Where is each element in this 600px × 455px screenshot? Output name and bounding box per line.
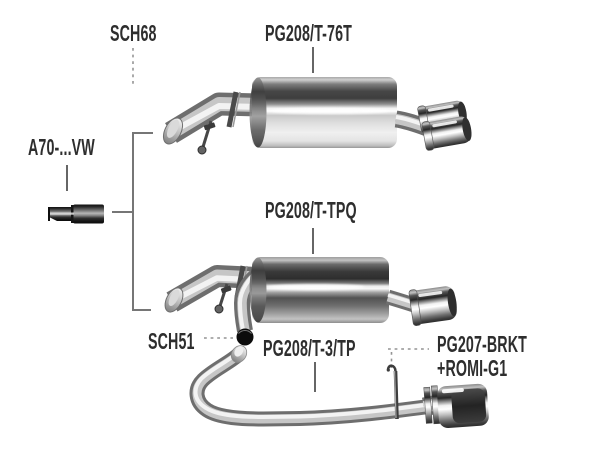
open-pipe-end	[236, 328, 254, 346]
label-pg207-brkt-line1: PG207-BRKT	[437, 331, 527, 357]
pipe-end-cap	[230, 345, 248, 363]
adapter-a70-illustration	[48, 204, 104, 224]
single-tip	[408, 286, 457, 326]
inlet-tip-cut	[162, 117, 184, 145]
leader-lines	[66, 47, 429, 392]
label-pg207-brkt: PG207-BRKT +ROMI-G1	[437, 332, 527, 380]
selector-bracket	[112, 132, 153, 311]
label-pg207-brkt-line2: +ROMI-G1	[437, 355, 508, 381]
label-pg208-tpq: PG208/T-TPQ	[265, 197, 357, 223]
hanger-rod	[386, 364, 399, 420]
muffler-76t-illustration	[162, 77, 472, 155]
inlet-tip-cut	[164, 287, 184, 313]
label-pg208-76t: PG208/T-76T	[265, 20, 352, 46]
tailpipe-3tp-illustration	[189, 345, 489, 429]
muffler-tpq-illustration	[164, 257, 457, 346]
label-sch51: SCH51	[148, 328, 195, 354]
label-a70-vw: A70-...VW	[28, 134, 95, 160]
label-sch68: SCH68	[110, 20, 157, 46]
dual-tip-lower	[421, 116, 472, 151]
oval-tip	[437, 383, 489, 429]
label-pg208-3tp: PG208/T-3/TP	[263, 335, 356, 361]
